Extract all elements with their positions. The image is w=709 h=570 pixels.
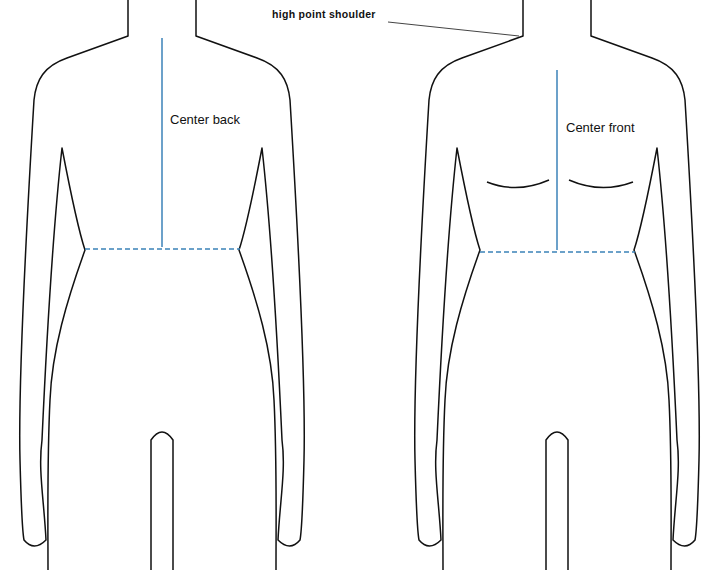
body-contour [196,0,304,570]
callout-label: high point shoulder [272,8,376,20]
center-label: Center front [566,120,635,135]
body-contour [546,432,568,570]
body-contour [415,0,523,570]
center-label: Center back [170,112,240,127]
body-contour [151,432,173,570]
waist-line [85,248,240,250]
center-front-line [556,70,558,250]
center-back-line [161,38,163,247]
body-contour [20,0,128,570]
waist-line [480,251,635,253]
bust-line [487,180,549,188]
body-contour [591,0,699,570]
leader-line [388,22,519,36]
bust-line [569,180,633,188]
